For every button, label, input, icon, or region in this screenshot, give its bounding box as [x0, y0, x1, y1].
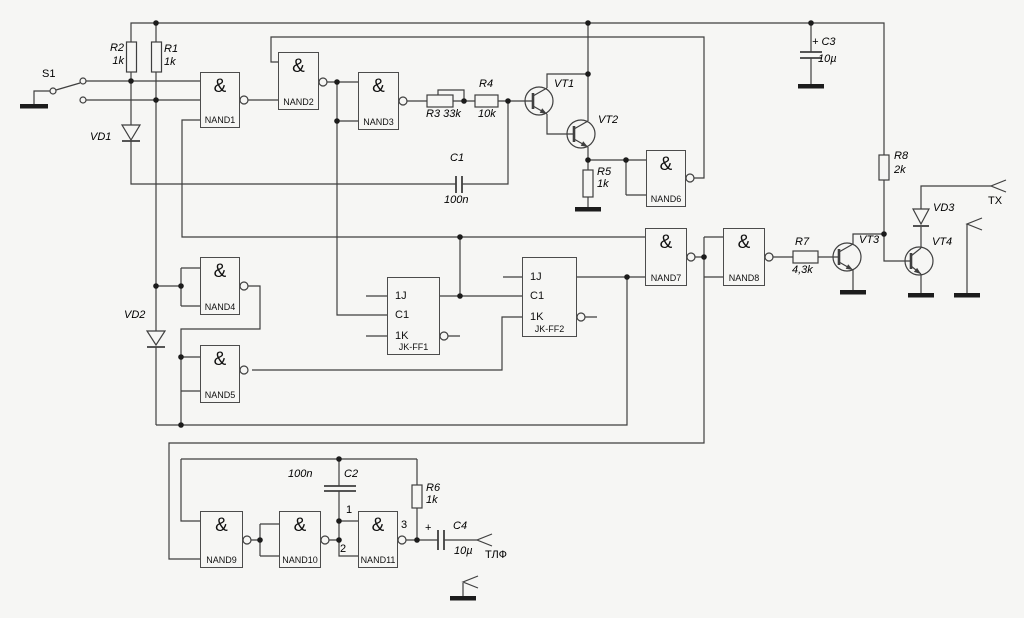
ff2-pin-1k: 1K: [530, 311, 544, 323]
label-r5-value: 1k: [597, 178, 609, 190]
tlf-ground-arrow: [461, 575, 479, 589]
output-bubbles: [239, 77, 774, 545]
diodes: [120, 124, 930, 348]
label-r2: R2: [109, 42, 124, 54]
ff1-pin-c1: C1: [395, 309, 410, 321]
resistor-r2: [125, 41, 138, 73]
gate-nand7: &NAND7: [645, 228, 687, 286]
resistor-r3: [426, 94, 454, 108]
resistor-r5: [582, 169, 594, 198]
label-vd2: VD2: [124, 309, 146, 321]
transistor-vt2: [566, 119, 596, 149]
label-vt4: VT4: [932, 236, 953, 248]
transistors: [524, 86, 934, 276]
gate-nand11: &NAND11: [358, 511, 398, 568]
gate-nand8: &NAND8: [723, 228, 765, 286]
label-r3: R3 33k: [426, 108, 461, 120]
label-r7: R7: [795, 236, 810, 248]
label-s1: S1: [42, 68, 56, 80]
diode-vd1: [120, 124, 142, 142]
tx-terminal-arrow-2: [965, 217, 983, 231]
label-c2-value: 100n: [288, 468, 313, 480]
label-vt3: VT3: [859, 234, 880, 246]
label-r1: R1: [164, 43, 179, 55]
label-pin2: 2: [340, 543, 347, 555]
label-r4: R4: [479, 78, 494, 90]
resistor-r7: [792, 250, 819, 264]
label-tlf: ТЛФ: [485, 549, 507, 561]
label-c4-plus: +: [425, 522, 432, 534]
ff2-pin-c1: C1: [530, 290, 545, 302]
resistor-r8: [878, 154, 890, 181]
resistor-r1: [150, 41, 163, 73]
label-c1-value: 100n: [444, 194, 469, 206]
gate-nand10: &NAND10: [279, 511, 321, 568]
transistor-vt4: [904, 246, 934, 276]
gate-nand9: &NAND9: [200, 511, 243, 568]
gate-nand3: &NAND3: [358, 72, 399, 130]
label-r6-value: 1k: [426, 494, 438, 506]
label-c4-value: 10µ: [454, 545, 473, 557]
ff2-pin-1j: 1J: [530, 271, 542, 283]
label-vd3: VD3: [933, 202, 955, 214]
junction-dots: [128, 20, 887, 543]
ground-symbols: [20, 84, 980, 601]
label-r4-value: 10k: [478, 108, 496, 120]
label-vt1: VT1: [554, 78, 575, 90]
label-r7-value: 4,3k: [792, 264, 813, 276]
diode-vd2: [145, 330, 167, 347]
diode-vd3: [912, 208, 930, 226]
label-vt2: VT2: [598, 114, 619, 126]
tx-terminal-arrow-1: [989, 179, 1007, 193]
transistor-vt3: [832, 242, 862, 272]
capacitor-c1: [455, 176, 463, 193]
gate-nand2: &NAND2: [278, 52, 319, 110]
label-vd1: VD1: [90, 131, 112, 143]
ff2-name: JK-FF2: [534, 324, 565, 334]
jk-ff2: 1J C1 1K JK-FF2: [522, 257, 577, 337]
switch-s1: [49, 77, 87, 104]
label-r2-value: 1k: [112, 55, 124, 67]
tlf-terminal-arrow: [475, 533, 493, 547]
transistor-vt1: [524, 86, 554, 116]
resistors: [125, 41, 890, 509]
connector-arrows: [461, 179, 1007, 589]
gate-nand4: &NAND4: [200, 257, 240, 315]
ff1-pin-1k: 1K: [395, 330, 409, 342]
resistor-r4: [474, 94, 499, 108]
label-c3-value: 10µ: [818, 53, 837, 65]
label-r8-value: 2k: [894, 164, 906, 176]
ff1-pin-1j: 1J: [395, 290, 407, 302]
capacitor-c3: [800, 51, 822, 59]
wires: [33, 22, 991, 596]
label-c1: C1: [450, 152, 465, 164]
resistor-r6: [411, 484, 423, 509]
label-c2: C2: [344, 468, 359, 480]
capacitors: [324, 51, 822, 550]
gate-nand6: &NAND6: [646, 150, 686, 207]
label-r8: R8: [894, 150, 909, 162]
label-tx: TX: [988, 195, 1003, 207]
label-c4: C4: [453, 520, 468, 532]
label-pin3: 3: [401, 519, 408, 531]
capacitor-c2: [324, 485, 356, 492]
label-pin1: 1: [346, 504, 353, 516]
ff1-name: JK-FF1: [398, 342, 429, 352]
gate-nand1: &NAND1: [200, 72, 240, 128]
capacitor-c4: [437, 530, 445, 550]
label-r5: R5: [597, 166, 612, 178]
emitter-arrows: [539, 108, 921, 274]
label-r6: R6: [426, 482, 441, 494]
label-r1-value: 1k: [164, 56, 176, 68]
jk-ff1: 1J C1 1K JK-FF1: [387, 277, 440, 355]
gate-nand5: &NAND5: [200, 345, 240, 403]
label-c3: + C3: [812, 36, 836, 48]
